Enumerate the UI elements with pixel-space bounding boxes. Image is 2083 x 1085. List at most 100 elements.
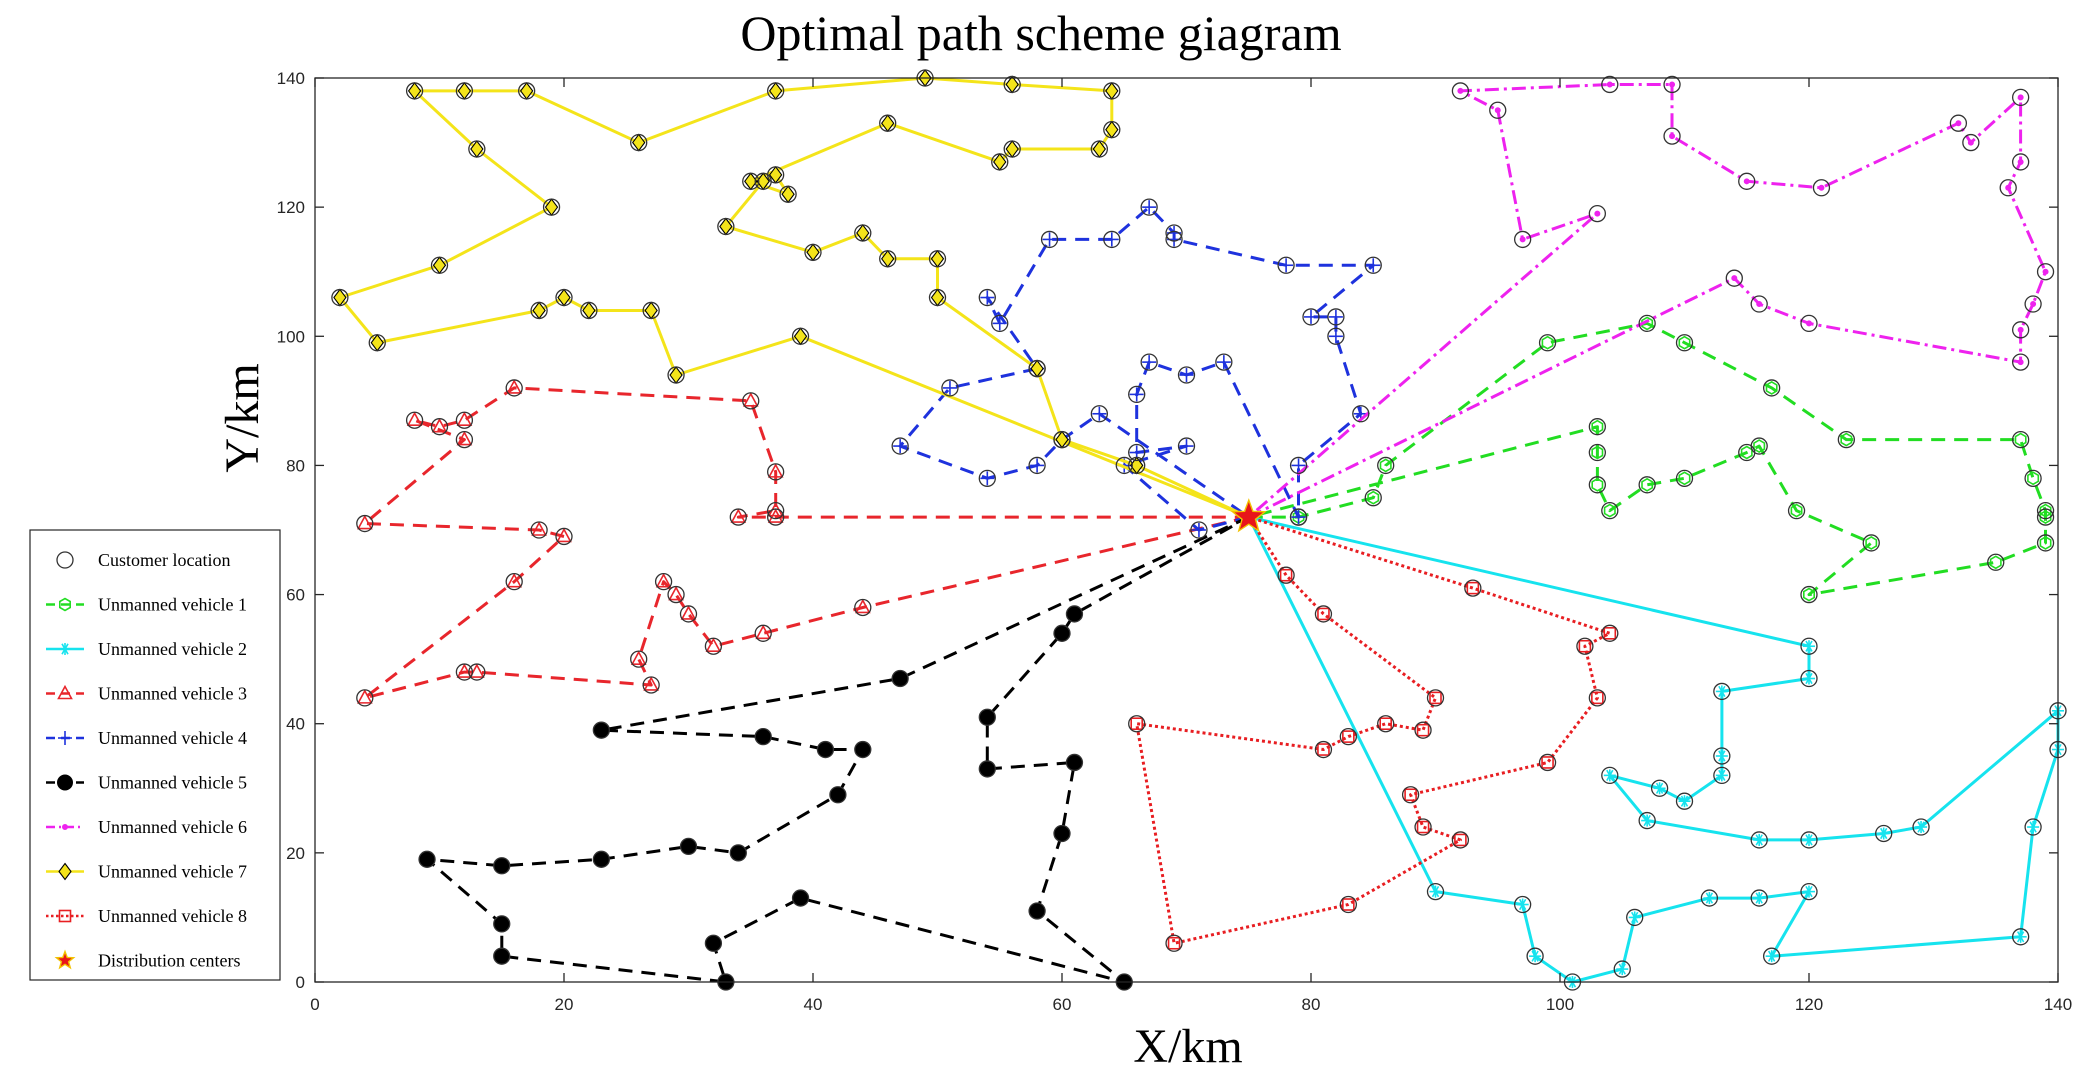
series-2-point bbox=[1616, 963, 1629, 976]
series-1-point bbox=[1753, 439, 1766, 454]
customer-point bbox=[592, 850, 610, 868]
series-8 bbox=[1130, 515, 1617, 950]
customer-point bbox=[1663, 127, 1681, 145]
series-8-point bbox=[1317, 607, 1330, 621]
customer-point bbox=[2036, 534, 2055, 552]
series-4-point bbox=[1030, 458, 1045, 473]
customer-point bbox=[1165, 230, 1183, 249]
customer-point bbox=[1451, 831, 1470, 849]
customer-point bbox=[704, 637, 723, 655]
series-3-point bbox=[506, 379, 523, 394]
legend-label: Unmanned vehicle 3 bbox=[98, 684, 247, 704]
series-1-point bbox=[2039, 510, 2052, 525]
series-6-point bbox=[1806, 320, 1812, 327]
series-4-point bbox=[893, 439, 908, 454]
customer-point bbox=[1588, 443, 1606, 462]
customer-point bbox=[679, 605, 698, 623]
series-3-point bbox=[406, 411, 423, 427]
customer-point bbox=[1364, 256, 1382, 274]
customer-point bbox=[767, 82, 785, 100]
customer-point bbox=[1177, 437, 1196, 455]
y-tick-label: 20 bbox=[286, 844, 305, 863]
series-3-point bbox=[755, 624, 772, 640]
customer-point bbox=[891, 669, 909, 688]
series-2-point bbox=[1753, 892, 1766, 905]
customer-point bbox=[2024, 818, 2042, 836]
customer-point bbox=[1638, 811, 1656, 830]
series-4-point bbox=[1104, 232, 1119, 247]
customer-point bbox=[1314, 740, 1333, 759]
series-2-point bbox=[1803, 672, 1815, 685]
customer-point bbox=[767, 508, 785, 526]
customer-point bbox=[1414, 721, 1432, 739]
customer-point bbox=[1949, 114, 1968, 132]
customer-point bbox=[1053, 824, 1071, 843]
series-3-point bbox=[854, 598, 871, 614]
customer-point bbox=[1738, 443, 1756, 462]
legend-label: Unmanned vehicle 8 bbox=[98, 906, 247, 926]
customer-point bbox=[779, 185, 797, 203]
y-tick-label: 60 bbox=[286, 586, 305, 605]
series-3-point bbox=[655, 572, 672, 588]
series-6-point bbox=[2017, 359, 2024, 366]
series-1-point bbox=[1641, 477, 1654, 492]
plot-area bbox=[315, 78, 2058, 982]
customer-point bbox=[1713, 682, 1731, 701]
series-1-point bbox=[2027, 471, 2040, 486]
series-6-point bbox=[2017, 158, 2024, 165]
series-8-point bbox=[1279, 568, 1293, 582]
customer-point bbox=[941, 379, 959, 397]
series-4-point bbox=[992, 316, 1007, 331]
series-6-point bbox=[2005, 184, 2012, 191]
customer-point bbox=[1377, 715, 1395, 733]
customer-point bbox=[642, 676, 660, 694]
series-1-point bbox=[1803, 587, 1815, 602]
series-6-point bbox=[2030, 301, 2037, 307]
series-2-point bbox=[1803, 885, 1815, 898]
series-8-point bbox=[1541, 756, 1554, 769]
y-tick-label: 100 bbox=[277, 327, 305, 346]
legend-marker-2 bbox=[59, 643, 71, 655]
customer-point bbox=[1339, 727, 1357, 746]
customer-point bbox=[1364, 489, 1382, 507]
series-1-point bbox=[1840, 432, 1853, 447]
customer-point bbox=[1588, 204, 1606, 223]
customer-point bbox=[2012, 430, 2030, 449]
series-3-point bbox=[431, 418, 448, 433]
legend-marker-6 bbox=[62, 824, 68, 830]
customer-point bbox=[667, 585, 685, 604]
series-2-point bbox=[1703, 892, 1716, 905]
customer-point bbox=[1526, 947, 1544, 965]
x-tick-label: 100 bbox=[1546, 995, 1574, 1014]
customer-point bbox=[1601, 766, 1619, 785]
legend-label: Unmanned vehicle 7 bbox=[98, 862, 247, 882]
series-6-point bbox=[1494, 107, 1501, 114]
x-tick-label: 80 bbox=[1302, 995, 1321, 1014]
series-4-point bbox=[1366, 258, 1381, 273]
customer-point bbox=[754, 624, 772, 642]
legend-label: Unmanned vehicle 2 bbox=[98, 639, 247, 659]
customer-point bbox=[356, 689, 374, 707]
customer-point bbox=[791, 889, 810, 907]
customer-point bbox=[642, 301, 660, 320]
series-7 bbox=[333, 69, 1250, 519]
series-3-point bbox=[356, 514, 373, 530]
customer-point bbox=[1638, 476, 1656, 494]
series-6-point bbox=[1967, 139, 1974, 146]
series-2-point bbox=[1715, 769, 1728, 782]
series-2-point bbox=[1765, 950, 1778, 963]
series-1-point bbox=[1591, 419, 1604, 434]
series-2-point bbox=[2014, 930, 2027, 943]
customer-point bbox=[1514, 230, 1532, 249]
customer-point bbox=[729, 508, 747, 526]
customer-point bbox=[1103, 230, 1121, 249]
series-1-point bbox=[1678, 471, 1691, 486]
series-3-point bbox=[730, 508, 747, 523]
legend-box bbox=[29, 529, 281, 981]
series-4-point bbox=[1304, 309, 1318, 324]
customer-point bbox=[1426, 689, 1445, 707]
customer-point bbox=[1103, 82, 1121, 100]
customer-point bbox=[1003, 140, 1021, 158]
